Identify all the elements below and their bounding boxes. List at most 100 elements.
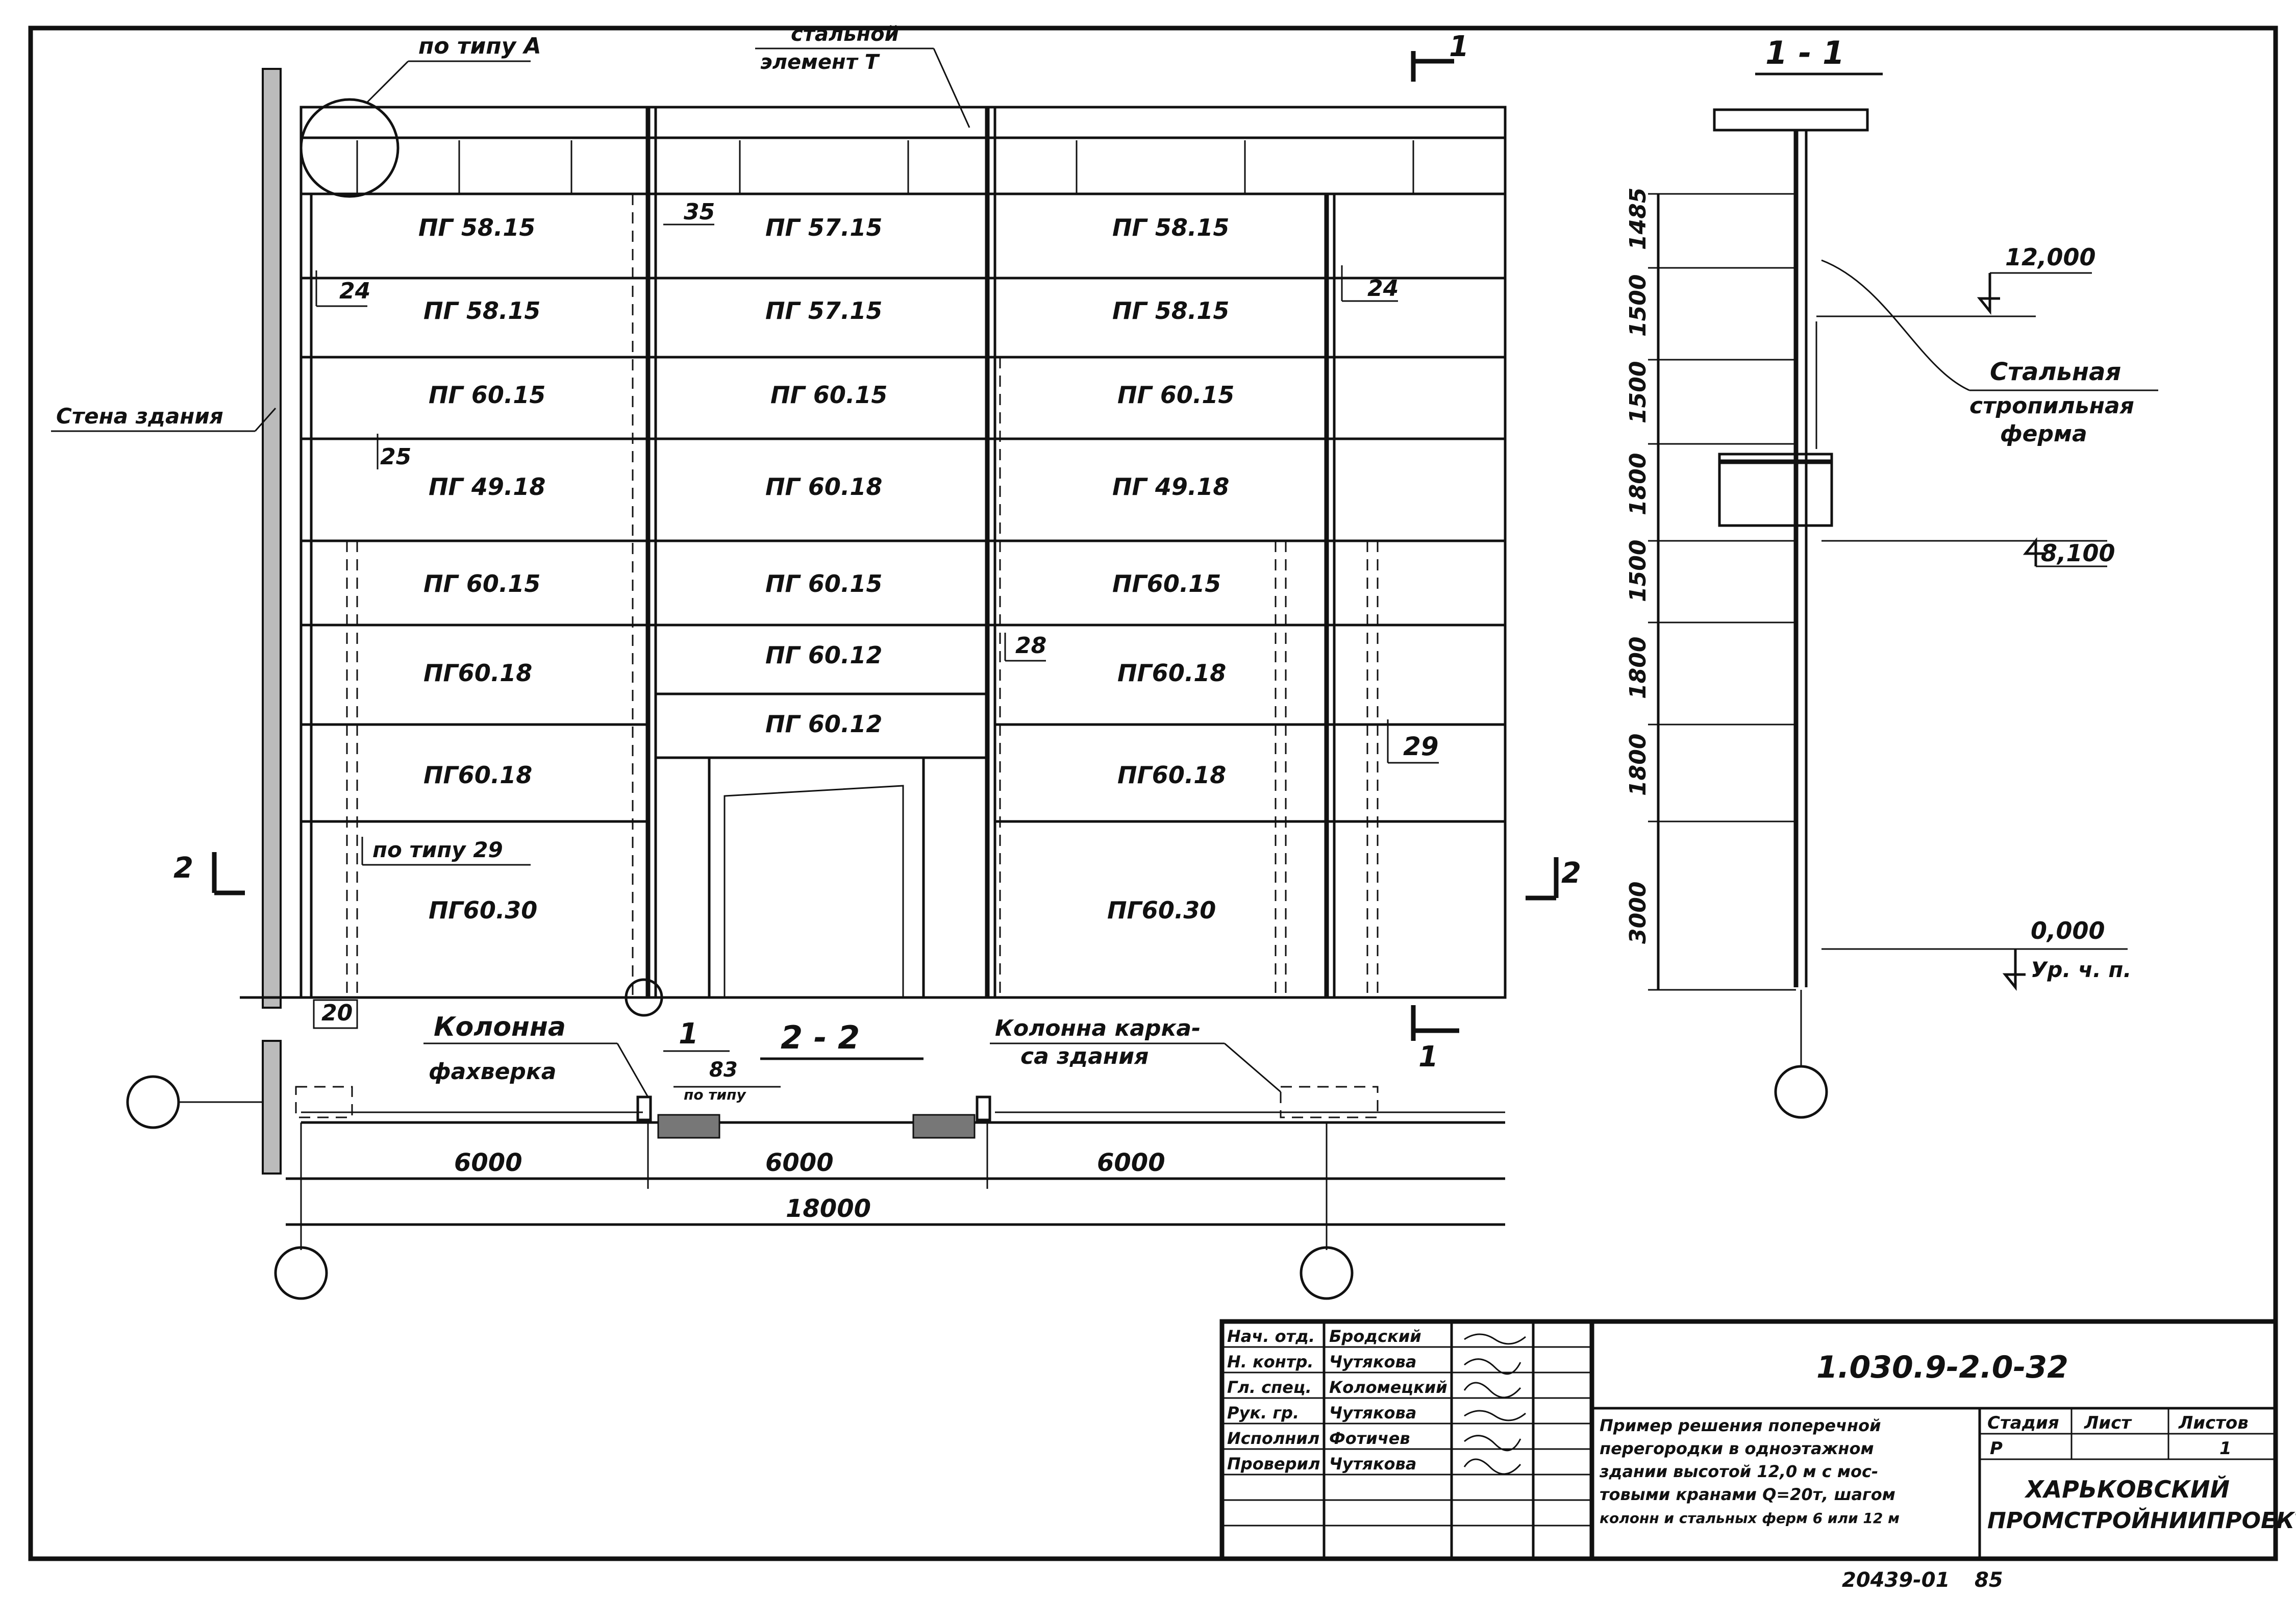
panel-label: ПГ 60.12 [765, 710, 882, 738]
tb-name: Чутякова [1329, 1454, 1416, 1474]
truss-label-1: Стальная [1990, 358, 2121, 386]
panel-row-5: ПГ 60.15 ПГ 60.15 ПГ60.15 [423, 570, 1221, 597]
panel-row-4: ПГ 49.18 ПГ 60.18 ПГ 49.18 [429, 473, 1229, 501]
frame-column-hatch [912, 1114, 976, 1139]
callout-29: 29 [1403, 732, 1439, 761]
height-dim: 1800 [1625, 637, 1651, 699]
section-view-1-1: 1 - 1 1485 1500 1500 1800 1500 1800 1800… [1625, 34, 2158, 1119]
callout-28: 28 [1015, 633, 1046, 659]
panel-label: ПГ60.18 [1117, 659, 1226, 687]
truss-label-3: ферма [2000, 421, 2087, 447]
panel-row-9: ПГ60.30 ПГ60.30 [429, 896, 1216, 924]
section-mark-2-left: 2 [173, 852, 245, 895]
callout-25: 25 [380, 444, 411, 470]
title-block: Нач. отд. Бродский Н. контр. Чутякова Гл… [1219, 1319, 2296, 1561]
tb-sheets-value: 1 [2219, 1438, 2232, 1459]
building-wall [262, 68, 282, 1009]
callout-24-left: 24 [339, 278, 370, 304]
axis-circle-section [1774, 1065, 1828, 1119]
height-dim: 1800 [1625, 453, 1651, 515]
level-ground: Ур. ч. п. [2031, 957, 2131, 982]
tb-desc-3: здании высотой 12,0 м с мос- [1599, 1462, 1878, 1481]
tb-name: Фотичев [1329, 1429, 1410, 1448]
axis-circle [126, 1075, 180, 1129]
tb-desc-5: колонн и стальных ферм 6 или 12 м [1600, 1510, 1900, 1527]
tb-desc-1: Пример решения поперечной [1600, 1416, 1881, 1435]
label-col-frame-2: са здания [1020, 1043, 1149, 1069]
section-mark-text: 1 [1418, 1040, 1438, 1074]
panel-label: ПГ 60.15 [1117, 381, 1234, 409]
panel-row-7: ПГ 60.12 [765, 710, 882, 738]
panel-label: ПГ 60.18 [765, 473, 882, 501]
tb-stage-value: Р [1990, 1438, 2003, 1459]
tb-org-1: ХАРЬКОВСКИЙ [2024, 1476, 2230, 1503]
footer-page: 85 [1975, 1568, 2003, 1592]
panel-row-1: ПГ 58.15 ПГ 57.15 ПГ 58.15 [418, 214, 1229, 241]
dim-bay-1: 6000 [454, 1149, 522, 1177]
section-mark-text: 1 [1449, 30, 1469, 63]
label-col-fachwerk-1: Колонна [434, 1012, 566, 1042]
tb-role: Нач. отд. [1227, 1327, 1315, 1346]
tb-role: Рук. гр. [1227, 1403, 1299, 1423]
detail-circle-a [300, 98, 400, 198]
tb-name: Бродский [1329, 1327, 1421, 1346]
tb-header-sheets: Листов [2178, 1413, 2249, 1433]
label-type-29: по типу 29 [372, 837, 503, 862]
axis-circle-right [1300, 1246, 1354, 1300]
panel-label: ПГ 60.15 [765, 570, 882, 597]
section-mark-1-bottom: 1 [1411, 1005, 1459, 1074]
panel-label: ПГ 58.15 [418, 214, 535, 241]
level-0000: 0,000 [2031, 917, 2105, 944]
tb-desc-4: товыми кранами Q=20т, шагом [1600, 1485, 1895, 1504]
panel-label: ПГ 49.18 [1112, 473, 1229, 501]
height-dim: 1500 [1625, 275, 1651, 337]
height-dim: 1800 [1625, 734, 1651, 796]
tb-name: Коломецкий [1329, 1378, 1448, 1397]
section-mark-1-top: 1 [1411, 30, 1469, 82]
section-mark-2-right: 2 [1526, 857, 1581, 901]
dim-bay-2: 6000 [765, 1149, 834, 1177]
tb-name: Чутякова [1329, 1403, 1416, 1423]
callout-35: 35 [684, 199, 715, 225]
panel-label: ПГ60.15 [1112, 570, 1221, 597]
tb-header-stage: Стадия [1987, 1413, 2059, 1433]
panel-label: ПГ 60.15 [429, 381, 545, 409]
tb-code: 1.030.9-2.0-32 [1816, 1350, 2068, 1385]
node-circle [625, 978, 663, 1017]
plan-wall [262, 1040, 282, 1175]
tb-role: Проверил [1227, 1454, 1320, 1474]
height-dim: 1500 [1625, 540, 1651, 602]
panel-row-6: ПГ60.18 ПГ 60.12 ПГ60.18 [423, 641, 1226, 687]
panel-label: ПГ 60.15 [423, 570, 540, 597]
label-steel-element-2: элемент Т [760, 51, 880, 74]
panel-label: ПГ60.30 [429, 896, 537, 924]
panel-label: ПГ60.30 [1107, 896, 1216, 924]
section-mark-text: 2 [173, 852, 193, 885]
door-opening [708, 756, 925, 999]
tb-header-sheet: Лист [2084, 1413, 2132, 1433]
panel-row-2: ПГ 58.15 ПГ 57.15 ПГ 58.15 [423, 297, 1229, 325]
plan-view-2-2: 2 - 2 Колонна фахверка Колонна карка- са… [126, 1012, 1505, 1300]
tb-org-2: ПРОМСТРОЙНИИПРОЕКТ [1987, 1507, 2296, 1534]
height-dim: 3000 [1625, 882, 1651, 944]
label-steel-element-1: стальной [791, 22, 899, 46]
panel-label: ПГ 60.12 [765, 641, 882, 669]
panel-label: ПГ 58.15 [423, 297, 540, 325]
callout-24-right: 24 [1367, 276, 1399, 302]
panel-label: ПГ60.18 [1117, 761, 1226, 789]
panel-label: ПГ60.18 [423, 659, 532, 687]
tb-role: Н. контр. [1227, 1352, 1314, 1371]
label-type-a: по типу А [418, 33, 541, 59]
label-po-tipu-small: по типу [684, 1086, 747, 1103]
panel-label: ПГ 49.18 [429, 473, 545, 501]
dim-total: 18000 [786, 1194, 871, 1223]
axis-circle-left [274, 1246, 328, 1300]
panel-row-8: ПГ60.18 ПГ60.18 [423, 761, 1226, 789]
section-mark-text: 2 [1561, 857, 1581, 890]
node-number: 1 [679, 1017, 698, 1051]
fachwerk-column-hatch [657, 1114, 720, 1139]
panel-label: ПГ 58.15 [1112, 297, 1229, 325]
panel-label: ПГ 58.15 [1112, 214, 1229, 241]
height-dim: 1485 [1625, 188, 1651, 250]
